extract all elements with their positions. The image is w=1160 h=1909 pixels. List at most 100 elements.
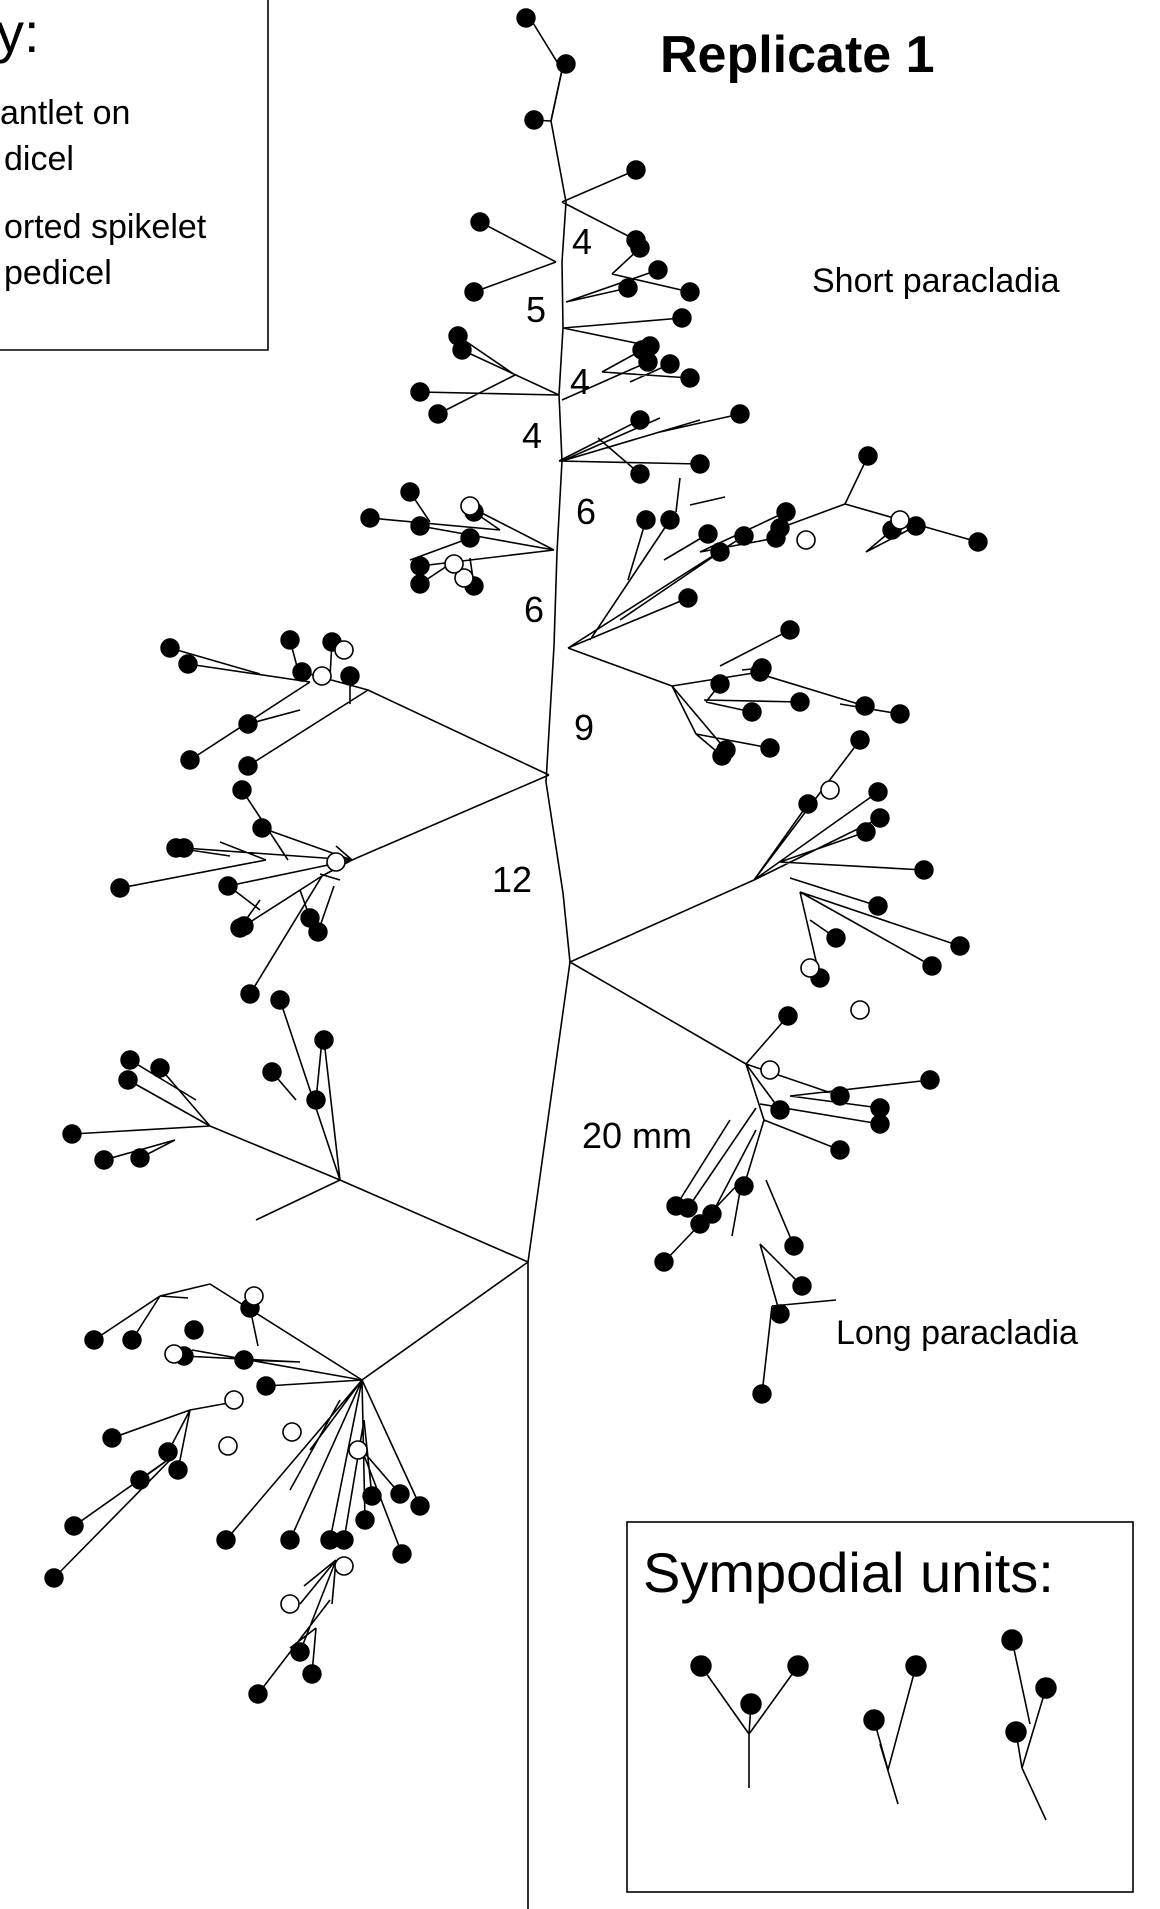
spikelet-filled [460,528,480,548]
spikelet-filled [306,1090,326,1110]
spikelet-filled [118,1070,138,1090]
spikelet-filled [238,756,258,776]
long-paracladia-label: Long paracladia [836,1314,1078,1352]
spikelet-filled [914,860,934,880]
spikelet-filled [160,638,180,658]
spikelet-filled [84,1330,104,1350]
sympodial-units-heading: Sympodial units: [643,1541,1054,1604]
sympodial-unit-edges [700,1639,1047,1821]
spikelet-filled [464,282,484,302]
spikelet-open [454,568,474,588]
spikelet-filled [355,1510,375,1530]
spikelet-filled [630,410,650,430]
spikelet-filled [400,482,420,502]
spikelet-filled [410,382,430,402]
spikelet-filled [632,340,652,360]
sympodial-unit-spikelet [1001,1629,1023,1651]
spikelet-filled [680,368,700,388]
spikelet-filled [44,1568,64,1588]
sympodial-unit-spikelet [863,1709,885,1731]
key-legend: y: antlet on dicel orted spikelet pedice… [0,0,269,351]
spikelet-filled [968,532,988,552]
spikelet-filled [314,1030,334,1050]
spikelet-filled [710,542,730,562]
spikelet-filled [280,630,300,650]
spikelet-filled [870,1114,890,1134]
branches [53,63,979,1695]
spikelet-filled [798,794,818,814]
spikelet-filled [636,510,656,530]
spikelet-open [850,1000,870,1020]
key-plantlet-line1: antlet on [0,94,130,132]
spikelet-filled [710,674,730,694]
spikelet-filled [648,260,668,280]
spikelet-filled [660,510,680,530]
spikelet-open [334,1556,354,1576]
spikelet-filled [792,1276,812,1296]
spikelet-filled [238,714,258,734]
spikelet-filled [94,1150,114,1170]
spikelet-filled [830,1140,850,1160]
spikelet-open [164,1344,184,1364]
spikelet-filled [734,1176,754,1196]
spikelet-filled [778,1006,798,1026]
spikelet-filled [626,160,646,180]
spikelet-filled [858,446,878,466]
spikelet-filled [950,936,970,956]
internode-labels: 4 5 4 4 6 6 9 12 20 mm [492,221,692,1156]
spikelets [44,8,1057,1743]
spikelet-open [218,1436,238,1456]
sympodial-units-box: Sympodial units: [626,1521,1134,1893]
spikelet-filled [770,518,790,538]
spikelet-open [460,496,480,516]
spikelet-filled [280,1530,300,1550]
spikelet-filled [292,662,312,682]
sympodial-unit-spikelet [690,1655,712,1677]
spikelet-open [796,530,816,550]
spikelet-filled [470,212,490,232]
spikelet-filled [110,878,130,898]
spikelet-filled [130,1470,150,1490]
internode-label: 4 [572,221,592,262]
spikelet-filled [666,1196,686,1216]
internode-label: 4 [570,361,590,402]
spikelet-open [280,1594,300,1614]
spikelet-filled [752,658,772,678]
spikelet-filled [780,620,800,640]
spikelet-filled [120,1050,140,1070]
short-paracladia-label: Short paracladia [812,262,1060,300]
spikelet-filled [410,516,430,536]
diagram-title: Replicate 1 [660,26,935,84]
spikelet-filled [184,1320,204,1340]
spikelet-filled [390,1484,410,1504]
spikelet-open [334,640,354,660]
spikelet-filled [410,556,430,576]
spikelet-filled [770,1100,790,1120]
spikelet-filled [618,278,638,298]
spikelet-filled [784,1236,804,1256]
spikelet-filled [516,8,536,28]
spikelet-filled [230,918,250,938]
spikelet-filled [392,1544,412,1564]
internode-label: 20 mm [582,1115,692,1156]
spikelet-filled [770,1304,790,1324]
spikelet-filled [630,238,650,258]
spikelet-filled [870,808,890,828]
spikelet-open [800,958,820,978]
spikelet-filled [130,1148,150,1168]
spikelet-filled [262,1062,282,1082]
sympodial-units-frame [626,1521,1134,1893]
spikelet-filled [730,404,750,424]
spikelet-filled [830,1086,850,1106]
spikelet-open [348,1440,368,1460]
spikelet-filled [180,750,200,770]
sympodial-unit-spikelet [1005,1721,1027,1743]
spikelet-filled [234,1350,254,1370]
spikelet-filled [168,1460,188,1480]
spikelet-filled [240,984,260,1004]
spikelet-filled [360,508,380,528]
sympodial-unit-spikelet [905,1655,927,1677]
spikelet-filled [300,908,320,928]
spikelet-filled [232,780,252,800]
